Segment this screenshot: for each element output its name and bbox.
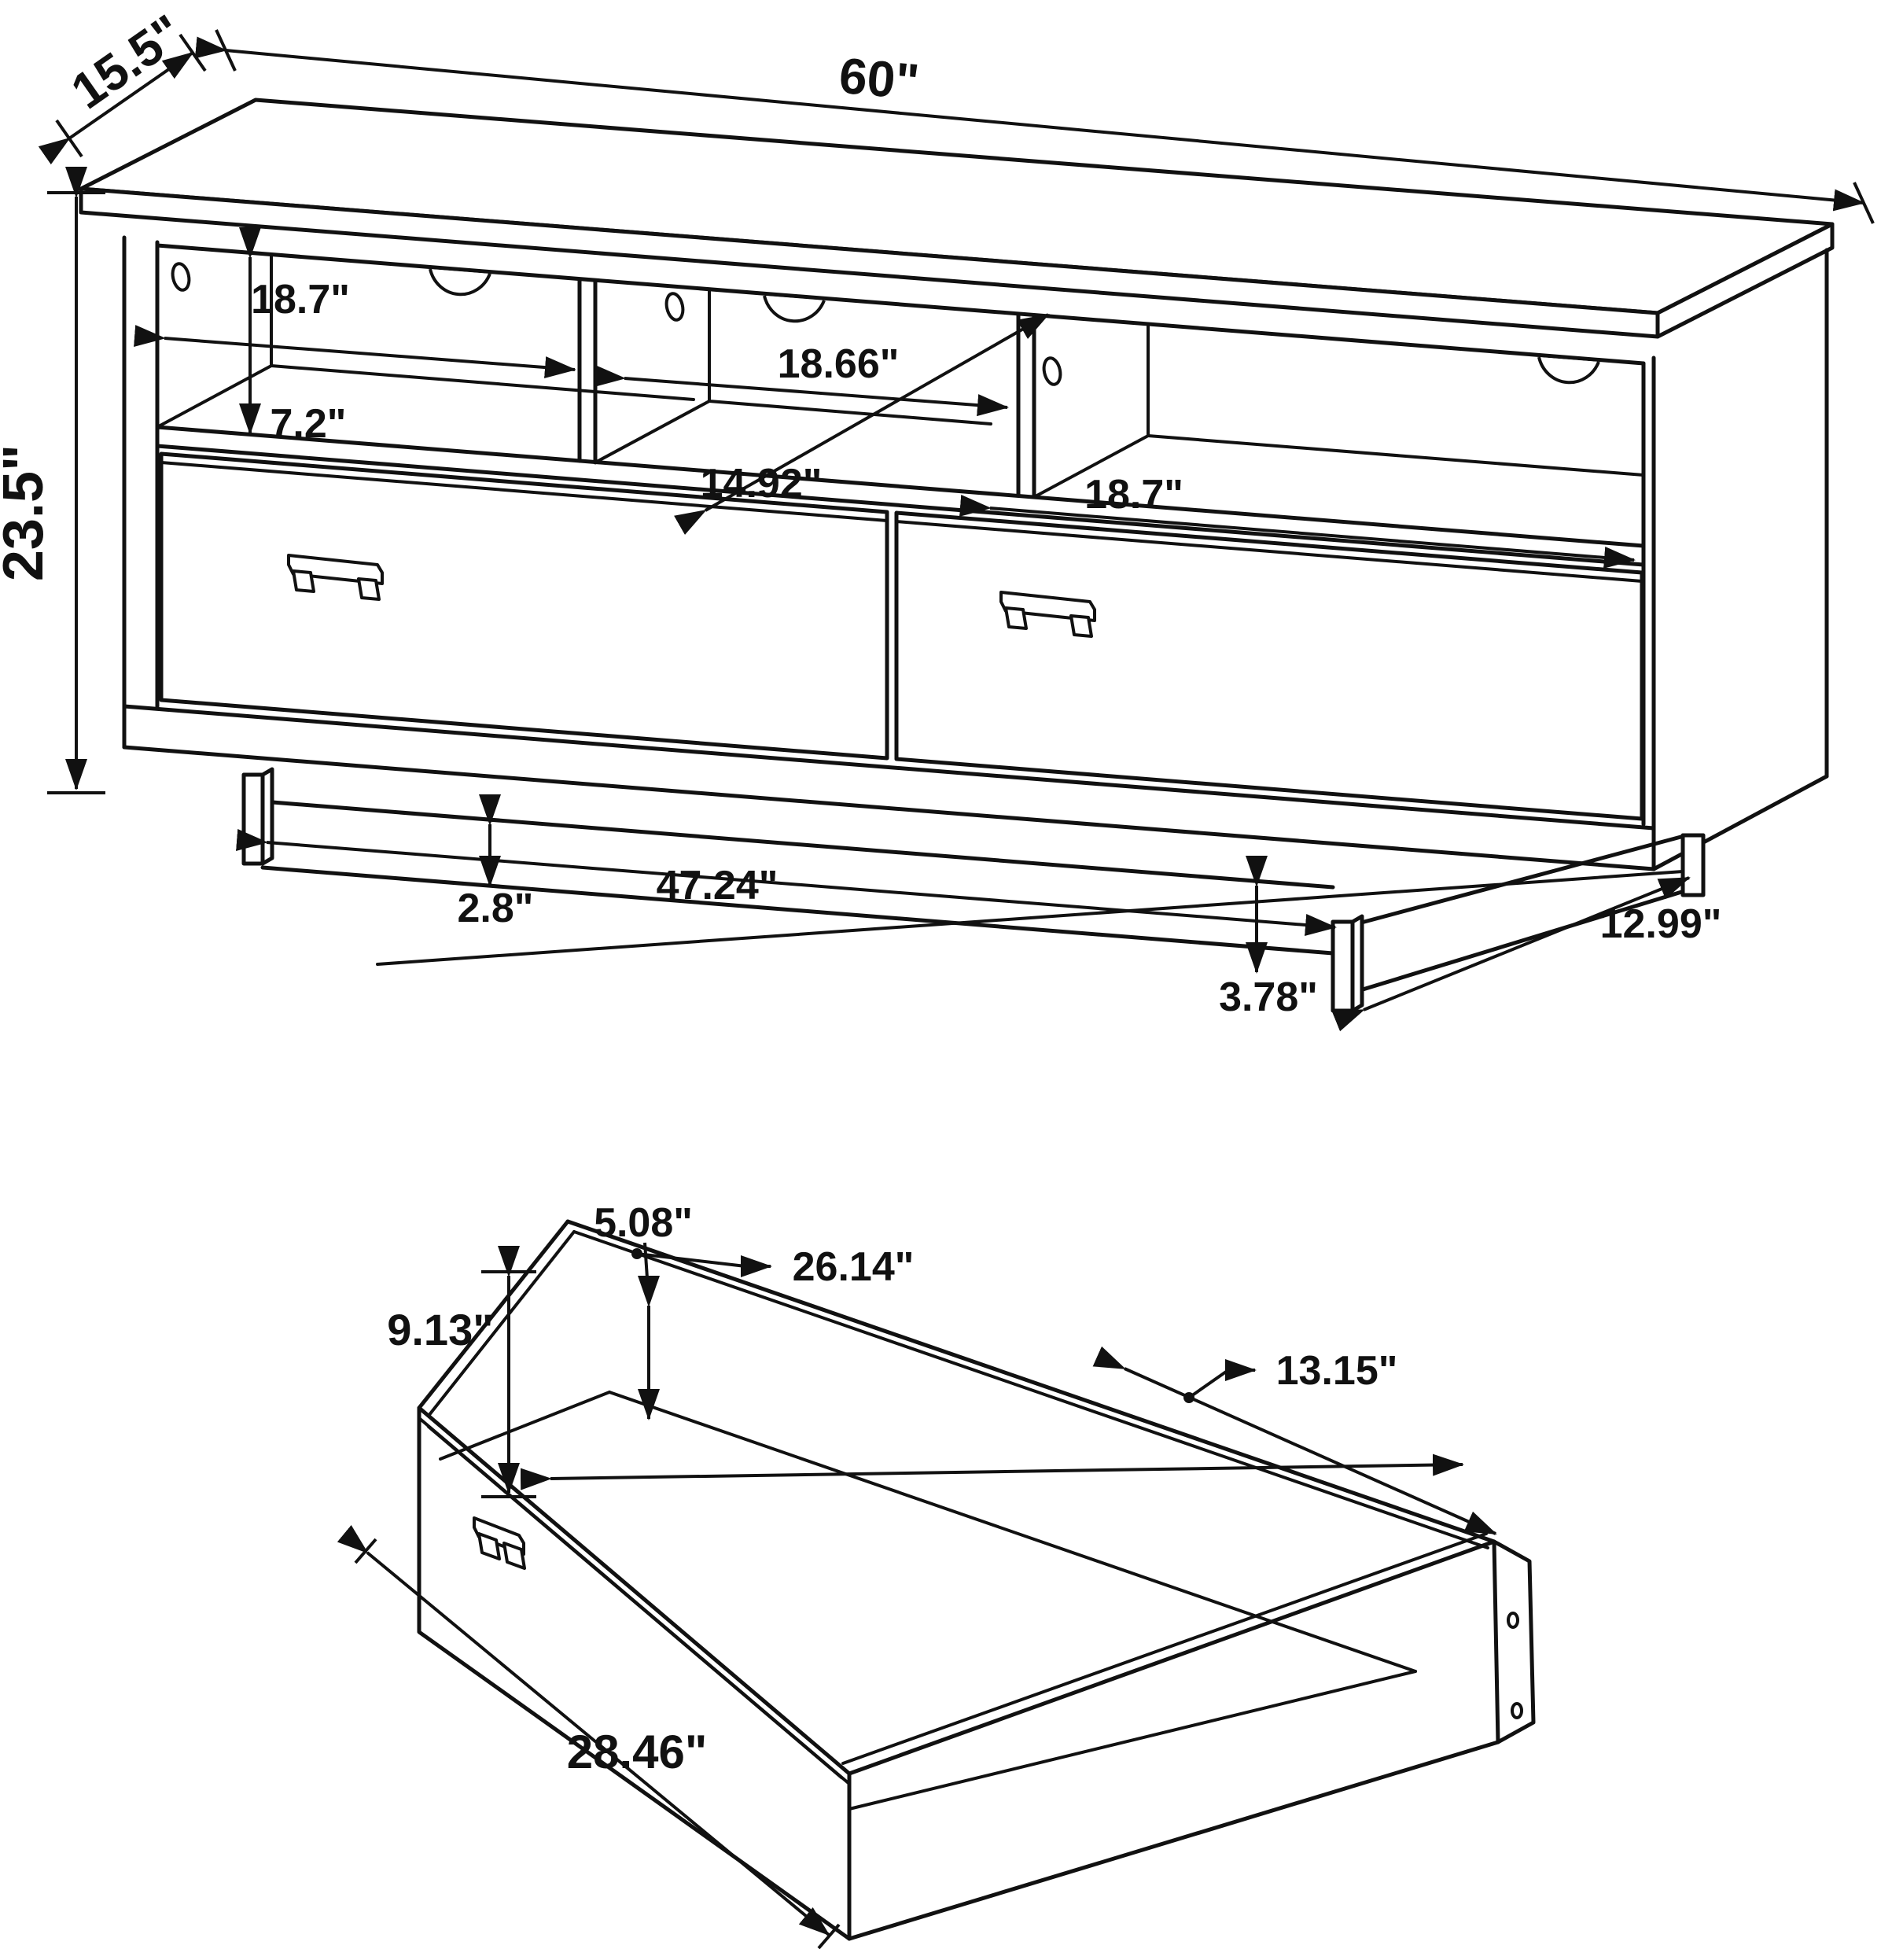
dim-label-back-panel-height: 5.08" bbox=[594, 1200, 693, 1246]
dim-cubby1-height: 7.2" bbox=[239, 227, 347, 447]
rear-right-leg bbox=[1680, 833, 1706, 897]
tv-console-drawing: 15.5" 60" 23.5" 18.7" 7.2" bbox=[0, 3, 1875, 1032]
dim-label-leg-height: 3.78" bbox=[1219, 974, 1318, 1020]
dim-label-cubby3-width: 18.7" bbox=[1084, 472, 1183, 518]
dim-cubby1-width: 18.7" bbox=[134, 277, 576, 379]
dim-label-base-clearance: 2.8" bbox=[458, 886, 534, 931]
right-drawer-handle bbox=[999, 591, 1096, 638]
dimensions-drawer-drawing: 9.13" 5.08" 26.14" 13.15" bbox=[337, 1200, 1497, 1950]
dim-label-cubby2-width: 18.66" bbox=[778, 341, 900, 387]
dim-inner-depth: 13.15" bbox=[1092, 1346, 1497, 1535]
dim-overall-depth: 15.5" bbox=[38, 3, 207, 165]
right-drawer bbox=[894, 510, 1644, 821]
dim-leg-height: 3.78" bbox=[1219, 856, 1318, 1020]
dim-label-front-width: 28.46" bbox=[567, 1726, 708, 1778]
hole-cubby2 bbox=[664, 292, 685, 322]
left-drawer-handle bbox=[287, 554, 384, 601]
dim-front-width: 28.46" bbox=[337, 1524, 841, 1950]
dim-label-overall-depth: 15.5" bbox=[61, 3, 193, 120]
dim-base-side-depth: 12.99" bbox=[1331, 876, 1722, 1032]
drawer-screw-hole-upper bbox=[1507, 1612, 1519, 1629]
dim-label-base-side-depth: 12.99" bbox=[1600, 901, 1722, 947]
dim-cubby3-width: 18.7" bbox=[959, 472, 1636, 569]
dim-front-panel-height: 9.13" bbox=[387, 1246, 536, 1498]
dim-overall-width: 60" bbox=[194, 29, 1875, 224]
dim-label-overall-height: 23.5" bbox=[0, 444, 55, 581]
dim-label-overall-width: 60" bbox=[837, 47, 921, 111]
hole-cubby3 bbox=[1042, 356, 1062, 386]
hole-cubby1 bbox=[171, 262, 191, 292]
dim-label-base-rail-length: 47.24" bbox=[657, 863, 778, 908]
dim-label-inner-length: 26.14" bbox=[793, 1244, 915, 1290]
dim-label-cubby1-width: 18.7" bbox=[251, 277, 350, 322]
cable-notches bbox=[429, 268, 1600, 385]
dim-label-front-panel-height: 9.13" bbox=[387, 1305, 494, 1354]
dim-overall-height: 23.5" bbox=[0, 167, 105, 794]
cable-notch-cubby3 bbox=[1537, 356, 1600, 385]
front-left-leg bbox=[241, 767, 274, 866]
dim-base-rail-length: 47.24" bbox=[236, 829, 1337, 936]
dim-label-inner-depth: 13.15" bbox=[1276, 1348, 1398, 1394]
drawer-box bbox=[417, 1219, 1536, 1941]
drawer-drawing: 9.13" 5.08" 26.14" 13.15" bbox=[337, 1200, 1536, 1950]
dim-cubby2-depth: 14.92" bbox=[674, 313, 1050, 536]
dim-base-clearance: 2.8" bbox=[458, 794, 534, 931]
dim-back-panel-height: 5.08" bbox=[594, 1200, 693, 1420]
front-right-leg bbox=[1331, 914, 1364, 1013]
dim-label-cubby2-depth: 14.92" bbox=[701, 461, 823, 507]
dim-label-cubby1-height: 7.2" bbox=[271, 401, 347, 447]
cable-notch-cubby1 bbox=[429, 268, 491, 297]
drawer-screw-hole-lower bbox=[1511, 1702, 1523, 1719]
